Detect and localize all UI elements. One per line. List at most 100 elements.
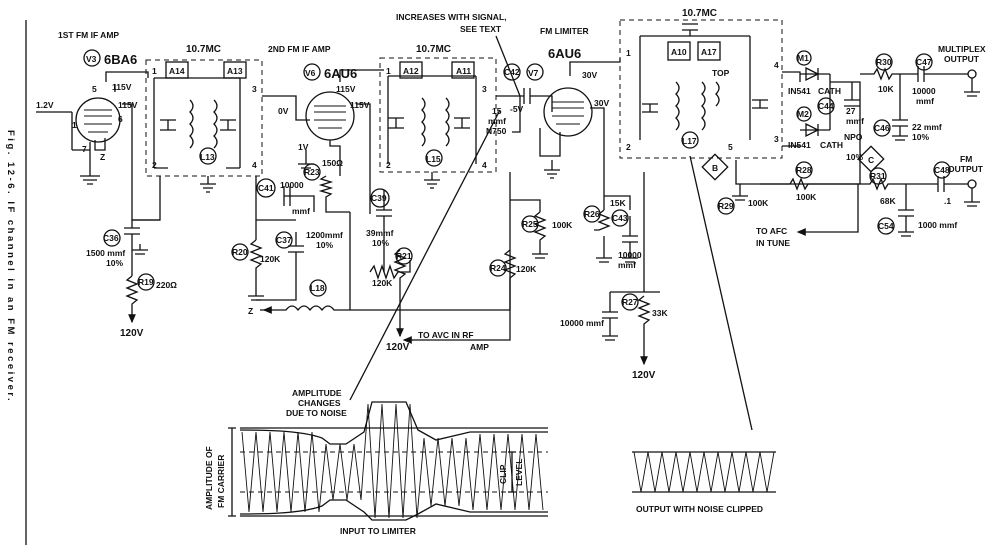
- r30-value: 10K: [878, 84, 894, 94]
- r25-label: R25: [522, 219, 538, 229]
- pin: 4: [252, 160, 257, 170]
- component-labels: C36 1500 mmf 10% R19 220Ω C41 10000 mmf …: [86, 53, 957, 328]
- component-outlines: [83, 41, 951, 311]
- volt-v3-plate: 115V: [112, 82, 132, 92]
- wave-note-3: DUE TO NOISE: [286, 408, 347, 418]
- c37-tol: 10%: [316, 240, 333, 250]
- tube-electrodes: [84, 101, 584, 133]
- note-increases-2: SEE TEXT: [460, 24, 502, 34]
- pin: 7: [82, 144, 87, 154]
- c44-value: 27: [846, 106, 856, 116]
- d1-label: IN541: [788, 86, 811, 96]
- m2-label: M2: [797, 109, 809, 119]
- c43-value: 10000: [618, 250, 642, 260]
- leader-increases: [495, 35, 521, 97]
- pin: 4: [482, 160, 487, 170]
- wave-note-2: CHANGES: [298, 398, 341, 408]
- pin: 5: [92, 84, 97, 94]
- t3-sec: A17: [701, 47, 717, 57]
- note-multiplex-2: OUTPUT: [944, 54, 980, 64]
- pin: 6: [118, 114, 123, 124]
- r23-label: R23: [304, 167, 320, 177]
- lim-tube: 6AU6: [548, 46, 581, 61]
- r26-label: R26: [584, 209, 600, 219]
- pin: 2: [386, 160, 391, 170]
- pin: 3: [482, 84, 487, 94]
- c47-value: 10000: [912, 86, 936, 96]
- r27-value: 33K: [652, 308, 668, 318]
- pin: 1: [152, 66, 157, 76]
- t1-freq: 10.7MC: [186, 44, 221, 55]
- volt-v6-cathode: 1V: [298, 142, 309, 152]
- pin: 1: [626, 48, 631, 58]
- volt-v7-grid: -5V: [510, 104, 524, 114]
- pin-labels: 5 1 6 7 Z 1 2 3 4 1 2 3 4 1 2 4 3 5 Z: [72, 48, 779, 316]
- tube-v6: [305, 91, 355, 141]
- waveform-output: [632, 451, 776, 493]
- t3-freq: 10.7MC: [682, 8, 717, 19]
- c46-value: 22 mmf: [912, 122, 942, 132]
- lim-ref: V7: [528, 68, 539, 78]
- note-multiplex-1: MULTIPLEX: [938, 44, 986, 54]
- if2-ref: V6: [305, 68, 316, 78]
- d2-label: IN541: [788, 140, 811, 150]
- tube-v3: [75, 97, 121, 143]
- pin: 5: [728, 142, 733, 152]
- pin: Z: [248, 306, 253, 316]
- if1-tube: 6BA6: [104, 52, 137, 67]
- b-plus-2: 120V: [386, 342, 410, 353]
- b-plus-3: 120V: [632, 370, 656, 381]
- wave-note-1: AMPLITUDE: [292, 388, 342, 398]
- r29-label: R29: [718, 201, 734, 211]
- volt-v6-screen: 115V: [350, 100, 370, 110]
- r23-value: 150Ω: [322, 158, 343, 168]
- c44-tol: 10%: [846, 152, 863, 162]
- c54-label: C54: [878, 221, 894, 231]
- t2-ref: L15: [426, 154, 441, 164]
- note-fm-1: FM: [960, 154, 972, 164]
- c37-label: C37: [276, 235, 292, 245]
- node-c: C: [868, 155, 874, 165]
- r28-value: 100K: [796, 192, 817, 202]
- t3-prim: A10: [671, 47, 687, 57]
- note-increases-1: INCREASES WITH SIGNAL,: [396, 12, 507, 22]
- figure-caption: Fig. 12-6. IF channel in an FM receiver.: [5, 130, 16, 403]
- c41-unit: mmf: [292, 206, 310, 216]
- pin: Z: [100, 152, 105, 162]
- volt-v3-screen: 115V: [118, 100, 138, 110]
- r30-label: R30: [876, 57, 892, 67]
- wave-clip-2: LEVEL: [514, 459, 524, 486]
- c43-unit: mmf: [618, 260, 636, 270]
- c44-label: C44: [818, 101, 834, 111]
- pin: 1: [72, 120, 77, 130]
- r19-value: 220Ω: [156, 280, 177, 290]
- t1-ref: L13: [200, 152, 215, 162]
- note-labels: INCREASES WITH SIGNAL, SEE TEXT MULTIPLE…: [396, 12, 986, 352]
- rx-value: 120K: [372, 278, 393, 288]
- transformer-labels: 10.7MC A14 A13 L13 10.7MC A12 A11 L15 10…: [169, 8, 730, 164]
- volt-v6-plate: 115V: [336, 84, 356, 94]
- wave-input-label: INPUT TO LIMITER: [340, 526, 416, 536]
- r20-label: R20: [232, 247, 248, 257]
- c41-value: 10000: [280, 180, 304, 190]
- r24-value: 120K: [516, 264, 537, 274]
- r19-label: R19: [138, 277, 154, 287]
- r31-value: 68K: [880, 196, 896, 206]
- c39-tol: 10%: [372, 238, 389, 248]
- note-afc-1: TO AFC: [756, 226, 787, 236]
- volt-input: 1.2V: [36, 100, 54, 110]
- c42-label: C42: [504, 67, 520, 77]
- c44-unit: mmf: [846, 116, 864, 126]
- c46-tol: 10%: [912, 132, 929, 142]
- wave-output-label: OUTPUT WITH NOISE CLIPPED: [636, 504, 763, 514]
- lim-title: FM LIMITER: [540, 26, 589, 36]
- cath2-label: CATH: [820, 140, 843, 150]
- volt-v6-grid: 0V: [278, 106, 289, 116]
- pin: 1: [386, 66, 391, 76]
- l18-label: L18: [310, 283, 325, 293]
- if1-ref: V3: [86, 54, 97, 64]
- r20-value: 120K: [260, 254, 281, 264]
- wave-clip-1: CLIP: [498, 464, 508, 484]
- b-plus-1: 120V: [120, 328, 144, 339]
- node-b-marker: [701, 153, 729, 181]
